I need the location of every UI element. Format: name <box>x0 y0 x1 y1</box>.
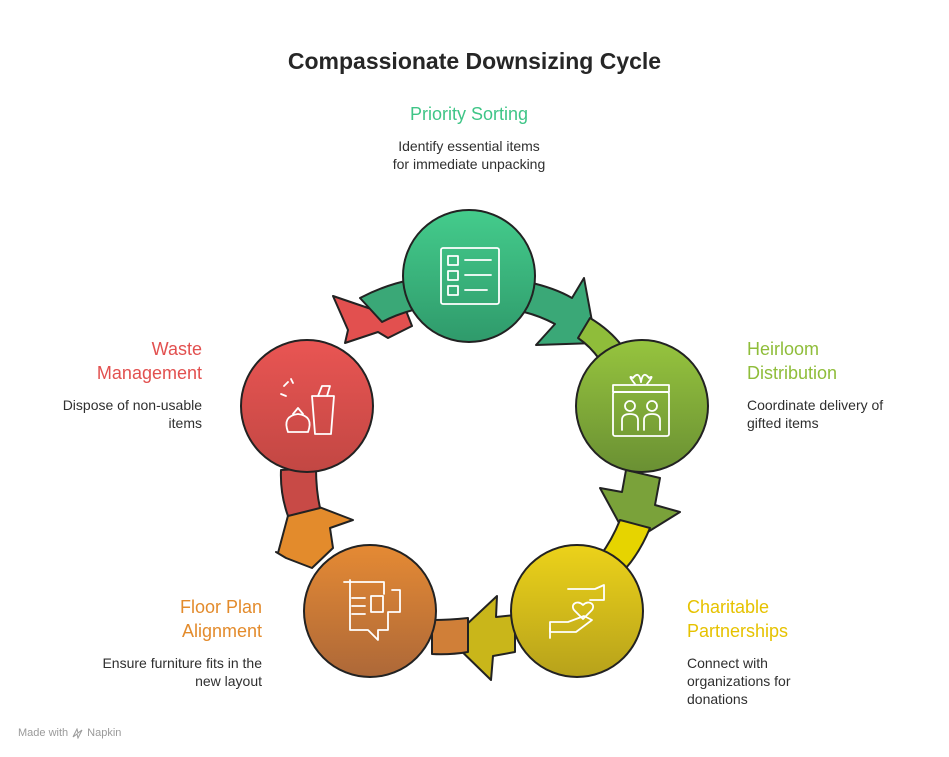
stage-title-heirloom-distribution: Heirloom Distribution <box>747 337 927 385</box>
arrow-heirloom-to-charitable <box>599 469 681 544</box>
checklist-icon <box>440 247 500 305</box>
gift-family-icon <box>612 373 670 437</box>
arrow-charitable-to-floorplan <box>449 595 516 681</box>
stage-description-waste-management: Dispose of non-usable items <box>12 396 202 432</box>
title-line: Management <box>96 363 202 383</box>
description-line: donations <box>687 691 748 707</box>
stage-title-priority-sorting: Priority Sorting <box>409 104 529 124</box>
description-line: Coordinate delivery of <box>747 397 884 413</box>
donation-hand-heart-icon <box>549 584 605 639</box>
stage-title-waste-management: Waste Management <box>22 337 202 385</box>
floor-plan-icon <box>343 579 401 641</box>
description-line: Identify essential items <box>398 138 540 154</box>
description-line: Dispose of non-usable <box>62 397 202 413</box>
circle-waste-management <box>240 339 374 473</box>
page-title: Compassionate Downsizing Cycle <box>287 48 662 74</box>
footer-brand: Napkin <box>87 727 122 739</box>
description-line: for immediate unpacking <box>392 156 546 172</box>
trash-bag-icon <box>280 378 335 435</box>
title-line: Partnerships <box>687 621 789 641</box>
stage-description-floor-plan-alignment: Ensure furniture fits in the new layout <box>52 654 262 690</box>
stage-description-priority-sorting: Identify essential items for immediate u… <box>349 137 589 173</box>
title-line: Heirloom <box>747 339 820 359</box>
description-line: Connect with <box>687 655 768 671</box>
arrow-band-left <box>279 467 321 517</box>
circle-floor-plan-alignment <box>303 544 437 678</box>
stage-title-charitable-partnerships: Charitable Partnerships <box>687 595 887 643</box>
circle-charitable-partnerships <box>510 544 644 678</box>
description-line: gifted items <box>747 415 819 431</box>
title-line: Waste <box>151 339 202 359</box>
title-line: Floor Plan <box>179 597 262 617</box>
stage-circles <box>240 209 709 678</box>
stage-title-floor-plan-alignment: Floor Plan Alignment <box>62 595 262 643</box>
stage-description-heirloom-distribution: Coordinate delivery of gifted items <box>747 396 937 432</box>
arrow-priority-to-heirloom <box>523 277 597 346</box>
title-line: Distribution <box>747 363 838 383</box>
description-line: Ensure furniture fits in the <box>102 655 262 671</box>
title-line: Charitable <box>687 597 770 617</box>
napkin-logo-icon <box>72 727 83 739</box>
footer-made-with: Made with <box>18 727 69 739</box>
footer-attribution[interactable]: Made with Napkin <box>18 727 121 739</box>
description-line: items <box>168 415 202 431</box>
description-line: new layout <box>195 673 262 689</box>
arrow-band-bottom <box>431 617 469 656</box>
circle-priority-sorting <box>402 209 536 343</box>
description-line: organizations for <box>687 673 791 689</box>
stage-description-charitable-partnerships: Connect with organizations for donations <box>687 654 887 708</box>
circle-heirloom-distribution <box>575 339 709 473</box>
title-line: Alignment <box>181 621 262 641</box>
